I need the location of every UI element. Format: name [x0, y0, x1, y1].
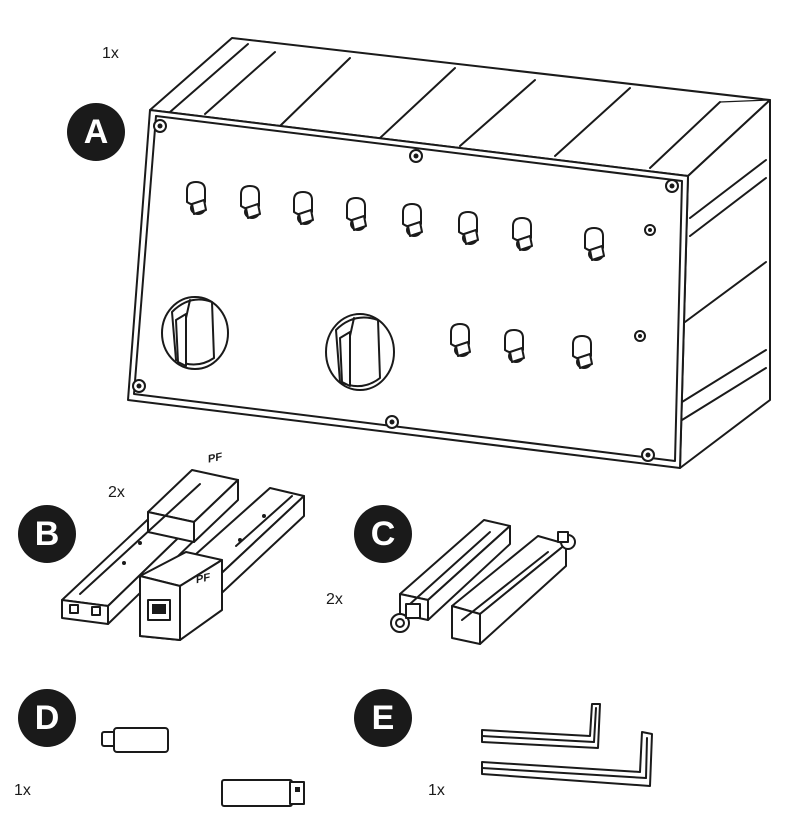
- part-a-quantity: 1x: [102, 45, 119, 62]
- clamp-rail-icon: [390, 519, 576, 645]
- part-e-badge: E: [354, 689, 412, 747]
- svg-text:PF: PF: [196, 571, 210, 586]
- svg-text:PF: PF: [208, 451, 222, 466]
- part-c-badge: C: [354, 505, 412, 563]
- part-a-badge: A: [67, 103, 125, 161]
- part-d-quantity: 1x: [14, 782, 31, 799]
- mounting-bracket-icon: PF PF: [61, 451, 305, 641]
- part-b-badge: B: [18, 505, 76, 563]
- part-e-quantity: 1x: [428, 782, 445, 799]
- hex-key-icon: [481, 703, 653, 787]
- switch-panel-icon: [127, 37, 771, 469]
- part-c-quantity: 2x: [326, 591, 343, 608]
- usb-cable-icon: [77, 727, 325, 807]
- part-d-badge: D: [18, 689, 76, 747]
- part-b-quantity: 2x: [108, 484, 125, 501]
